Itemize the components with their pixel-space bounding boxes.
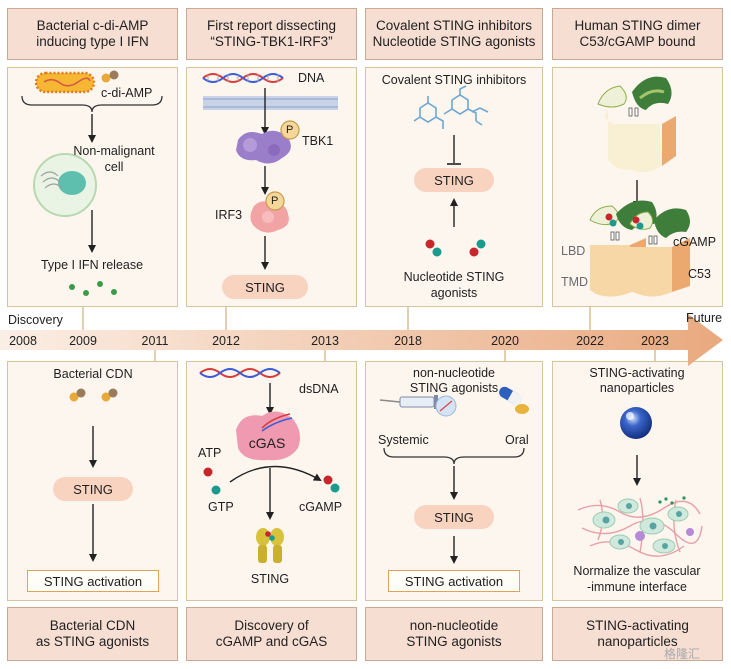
nucleotide-agonists-line1: Nucleotide STING (403, 270, 505, 284)
cdn-molecule-icon (69, 388, 118, 402)
sting-activation-box: STING activation (388, 570, 520, 592)
dna-label: DNA (298, 71, 325, 85)
sting-activation-box: STING activation (27, 570, 159, 592)
bracket-icon (383, 447, 525, 465)
oral-pill-icon (499, 386, 529, 414)
cell-label-line2: cell (104, 160, 124, 174)
phosphate-label: P (286, 124, 294, 136)
timeline-connectors (82, 307, 656, 361)
sting-pill: STING (222, 275, 308, 299)
year-2012: 2012 (212, 334, 240, 348)
year-2008: 2008 (9, 334, 37, 348)
non-malignant-cell-icon (33, 153, 97, 217)
ifn-dots-icon (69, 281, 117, 296)
bracket-icon (21, 95, 163, 113)
sting-pill: STING (414, 505, 494, 529)
tbk1-protein-icon (236, 130, 291, 164)
sting-dimer-complex-icon (589, 200, 690, 297)
timeline-arrow (0, 314, 723, 366)
bacterial-cdn-label: Bacterial CDN (53, 367, 133, 381)
year-2018: 2018 (394, 334, 422, 348)
tmd-label: TMD (561, 275, 589, 289)
nanoparticles-label-line2: nanoparticles (599, 381, 675, 395)
non-nucleotide-label-line2: STING agonists (409, 381, 499, 395)
gtp-label: GTP (208, 500, 234, 514)
sting-label: STING (250, 572, 290, 586)
year-2020: 2020 (491, 334, 519, 348)
phosphate-icon (280, 120, 300, 140)
cgas-enzyme-icon (236, 411, 300, 461)
normalize-label-line1: Normalize the vascular (573, 564, 701, 578)
bacterium-icon (34, 71, 96, 94)
nucleotide-agonists-line2: agonists (430, 286, 478, 300)
inhibitor-molecule-icon (413, 85, 489, 129)
ifn-release-label: Type I IFN release (40, 258, 144, 272)
vascular-immune-tissue-icon (577, 496, 703, 557)
systemic-label: Systemic (378, 433, 429, 447)
cell-label-line1: Non-malignant (73, 144, 155, 158)
reaction-arrow-icon (229, 465, 322, 483)
dna-helix-icon (202, 73, 284, 83)
future-label: Future (686, 311, 723, 325)
nanoparticle-icon (620, 407, 652, 439)
normalize-label-line2: -immune interface (586, 580, 688, 594)
cgamp-label: cGAMP (673, 235, 717, 249)
sting-pill: STING (414, 168, 494, 192)
c-di-amp-label: c-di-AMP (101, 86, 153, 100)
dsdna-icon (199, 368, 281, 378)
year-2013: 2013 (311, 334, 339, 348)
year-2009: 2009 (69, 334, 97, 348)
irf3-label: IRF3 (215, 208, 243, 222)
atp-label: ATP (198, 446, 222, 460)
header-top-2: First report dissecting“STING-TBK1-IRF3” (186, 8, 357, 60)
phosphate-label: P (271, 195, 279, 207)
sting-protein-icon (256, 528, 284, 563)
watermark: 格隆汇 (664, 647, 701, 661)
year-2022: 2022 (576, 334, 604, 348)
dsdna-label: dsDNA (299, 382, 339, 396)
covalent-inhibitors-label: Covalent STING inhibitors (381, 73, 527, 87)
nanoparticles-label-line1: STING-activating (589, 366, 685, 380)
cgamp-molecule-icon (323, 475, 340, 493)
sting-dimer-icon (597, 76, 676, 173)
cgas-label: cGAS (248, 435, 286, 451)
phosphate-icon (265, 191, 285, 211)
atp-molecule-icon (203, 467, 213, 477)
sting-pill: STING (53, 477, 133, 501)
lbd-label: LBD (561, 244, 586, 258)
gtp-molecule-icon (211, 485, 221, 495)
tbk1-label: TBK1 (302, 134, 334, 148)
nucleotide-agonist-icon (425, 239, 486, 257)
syringe-icon (379, 395, 457, 417)
cgamp-label: cGAMP (299, 500, 343, 514)
oral-label: Oral (505, 433, 529, 447)
c-di-amp-molecule-icon (101, 70, 119, 83)
inhibition-line-icon (447, 135, 461, 165)
discovery-label: Discovery (8, 313, 63, 327)
non-nucleotide-label-line1: non-nucleotide (412, 366, 496, 380)
cell-membrane-icon (203, 96, 338, 110)
year-2011: 2011 (141, 334, 169, 348)
year-2023: 2023 (641, 334, 669, 348)
c53-label: C53 (688, 267, 711, 281)
